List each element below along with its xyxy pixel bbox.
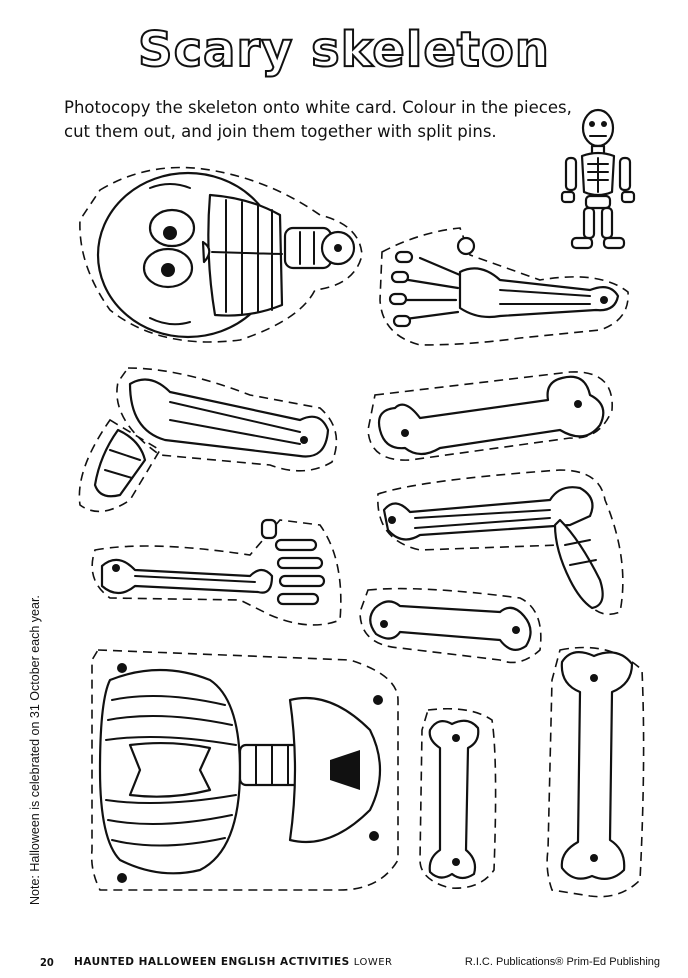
publisher-credit: R.I.C. Publications® Prim-Ed Publishing [464,956,660,968]
assembled-skeleton-thumbnail [560,108,636,250]
upper-arm-piece-left [78,367,338,513]
thigh-bone-piece-upper [367,371,613,461]
page-number: 20 [40,956,54,969]
shin-bone-piece-lower [419,707,497,889]
upper-arm-piece-right [377,469,624,616]
skull-piece [79,166,363,343]
thigh-bone-piece-lower [546,646,645,898]
left-arm-hand-piece [91,518,342,626]
halloween-note: Note: Halloween is celebrated on 31 Octo… [28,595,42,905]
rib-cage-spine-piece [90,649,399,891]
right-arm-hand-piece [379,227,629,346]
book-level: LOWER [353,957,393,968]
page-title: Scary skeleton [137,21,550,79]
shin-bone-piece-upper [359,587,542,664]
book-title-text: HAUNTED HALLOWEEN ENGLISH ACTIVITIES [74,956,350,968]
instructions-text: Photocopy the skeleton onto white card. … [64,98,572,141]
